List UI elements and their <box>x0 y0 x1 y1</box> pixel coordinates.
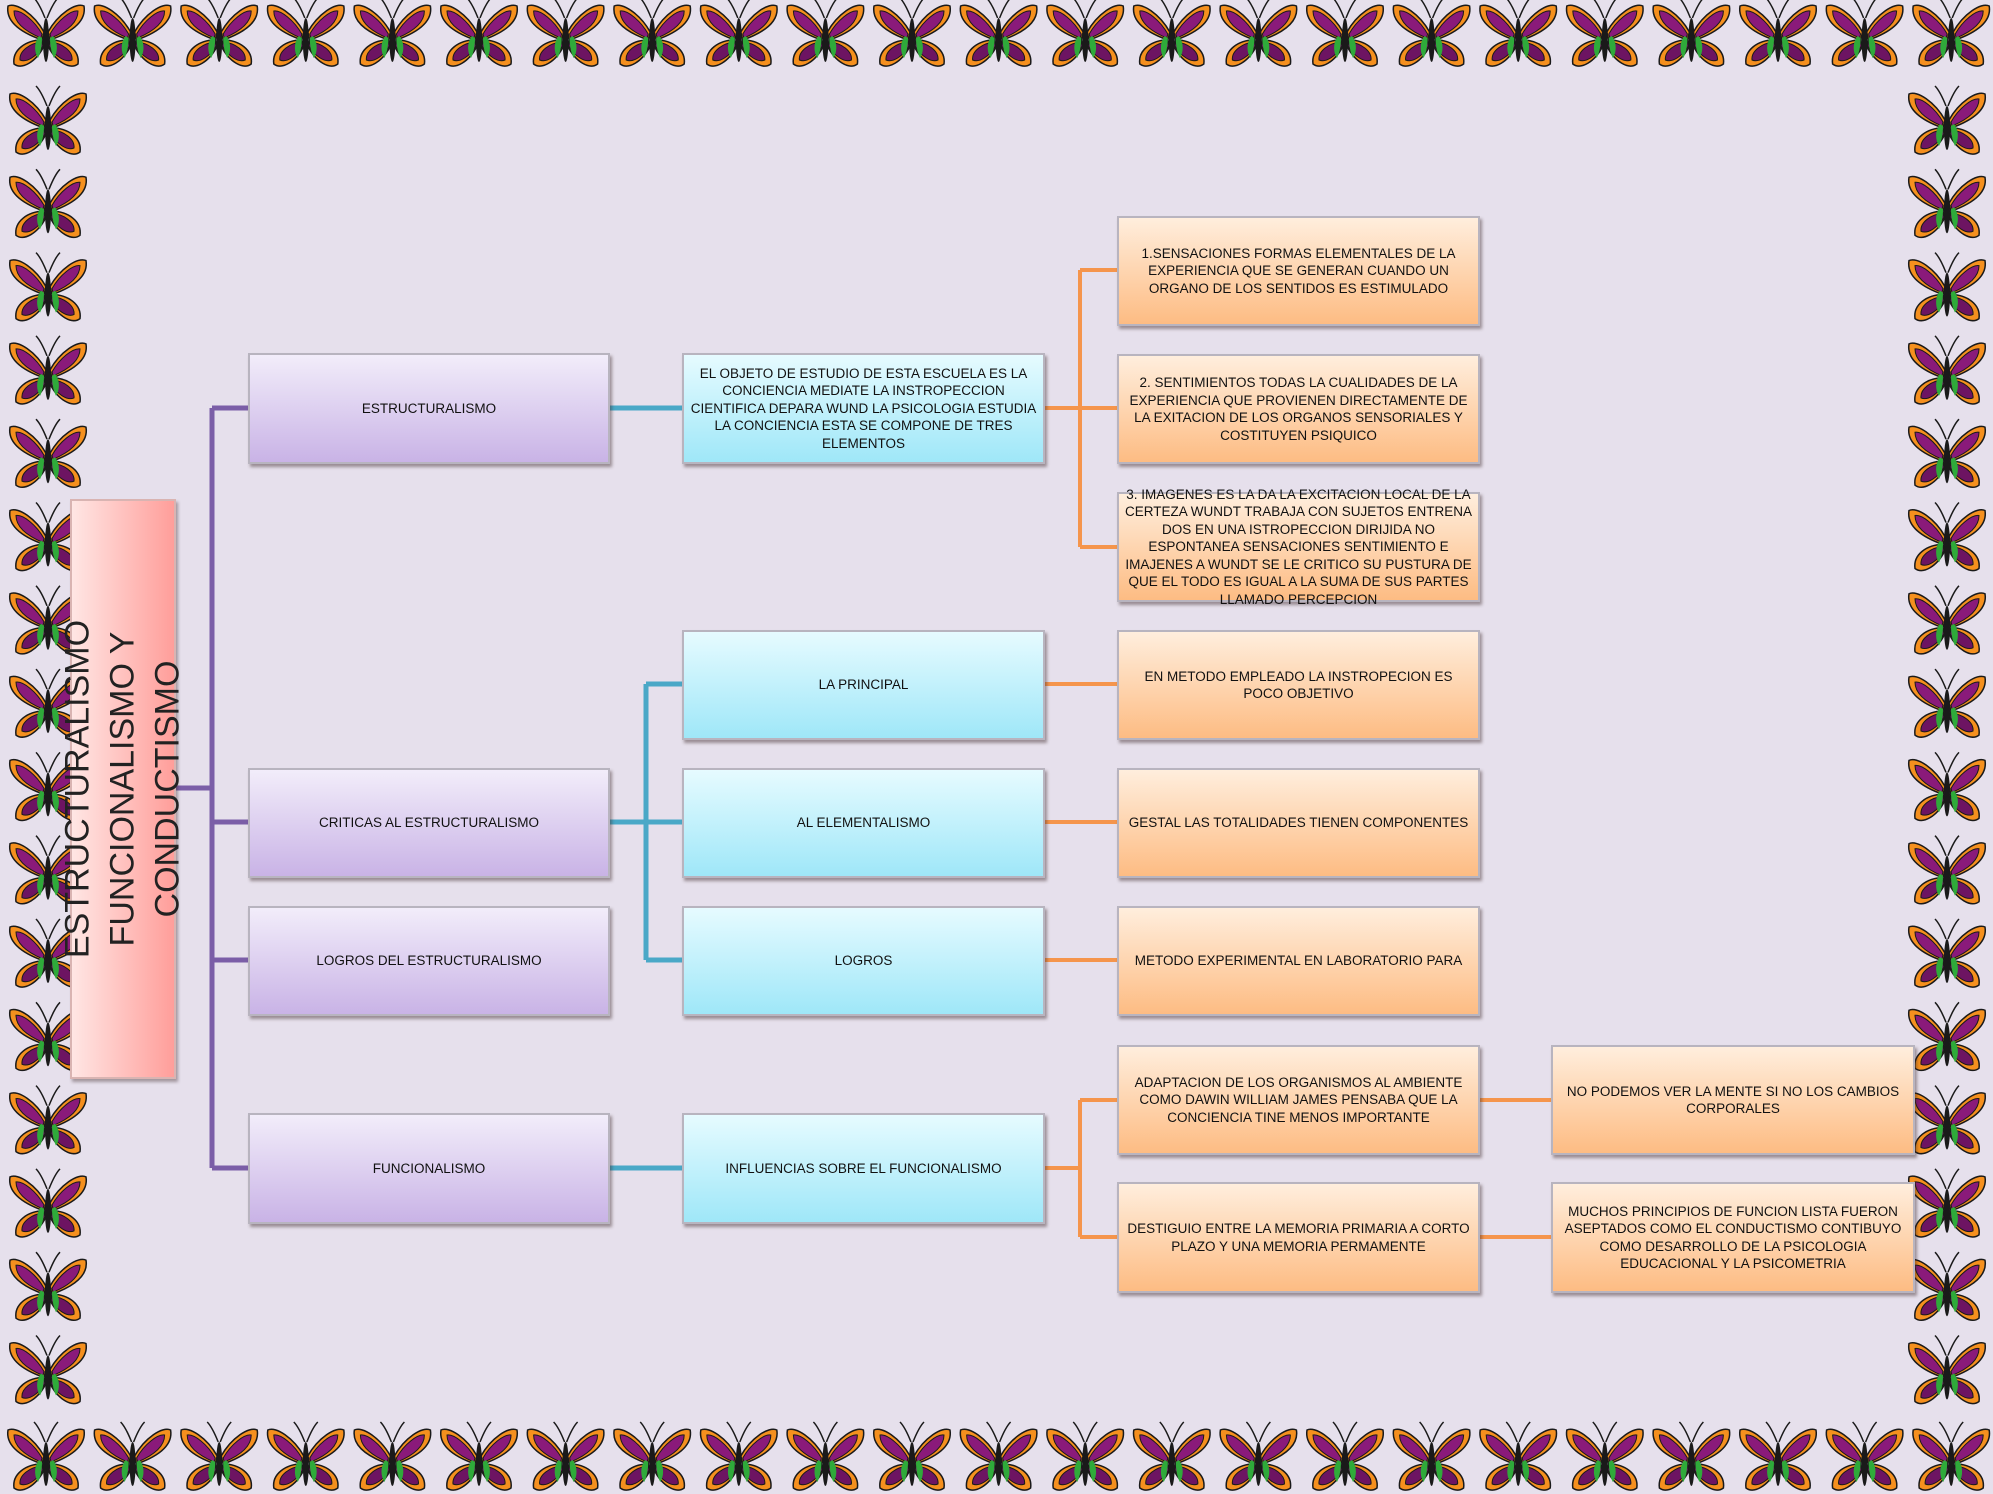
node-principios-funcion: MUCHOS PRINCIPIOS DE FUNCION LISTA FUERO… <box>1551 1182 1915 1293</box>
node-la-principal: LA PRINCIPAL <box>682 630 1045 740</box>
main-title-line2: FUNCIONALISMO Y CONDUCTISMO <box>103 631 187 947</box>
node-objeto-estudio: EL OBJETO DE ESTUDIO DE ESTA ESCUELA ES … <box>682 353 1045 464</box>
connector-title <box>176 405 250 1171</box>
node-metodo-experimental: METODO EXPERIMENTAL EN LABORATORIO PARA <box>1117 906 1480 1016</box>
node-adaptacion: ADAPTACION DE LOS ORGANISMOS AL AMBIENTE… <box>1117 1045 1480 1155</box>
node-memoria: DESTIGUIO ENTRE LA MEMORIA PRIMARIA A CO… <box>1117 1182 1480 1293</box>
node-logros-estructuralismo: LOGROS DEL ESTRUCTURALISMO <box>248 906 610 1016</box>
node-mente-cambios: NO PODEMOS VER LA MENTE SI NO LOS CAMBIO… <box>1551 1045 1915 1155</box>
connector-objeto <box>1045 268 1118 549</box>
node-logros: LOGROS <box>682 906 1045 1016</box>
node-gestal: GESTAL LAS TOTALIDADES TIENEN COMPONENTE… <box>1117 768 1480 878</box>
node-metodo-empleado: EN METODO EMPLEADO LA INSTROPECION ES PO… <box>1117 630 1480 740</box>
node-sensaciones: 1.SENSACIONES FORMAS ELEMENTALES DE LA E… <box>1117 216 1480 326</box>
node-estructuralismo: ESTRUCTURALISMO <box>248 353 610 464</box>
node-sentimientos: 2. SENTIMIENTOS TODAS LA CUALIDADES DE L… <box>1117 354 1480 464</box>
node-al-elementalismo: AL ELEMENTALISMO <box>682 768 1045 878</box>
main-title-box: ESTRUCTURALISMO FUNCIONALISMO Y CONDUCTI… <box>59 499 187 1079</box>
connector-criticas <box>610 681 684 963</box>
main-title: ESTRUCTURALISMO FUNCIONALISMO Y CONDUCTI… <box>56 504 191 1074</box>
node-criticas-estructuralismo: CRITICAS AL ESTRUCTURALISMO <box>248 768 610 878</box>
main-title-line1: ESTRUCTURALISMO <box>58 619 97 959</box>
node-funcionalismo: FUNCIONALISMO <box>248 1113 610 1224</box>
node-influencias-funcionalismo: INFLUENCIAS SOBRE EL FUNCIONALISMO <box>682 1113 1045 1224</box>
connector-influencias <box>1045 1098 1118 1239</box>
node-imagenes: 3. IMAGENES ES LA DA LA EXCITACION LOCAL… <box>1117 487 1480 607</box>
